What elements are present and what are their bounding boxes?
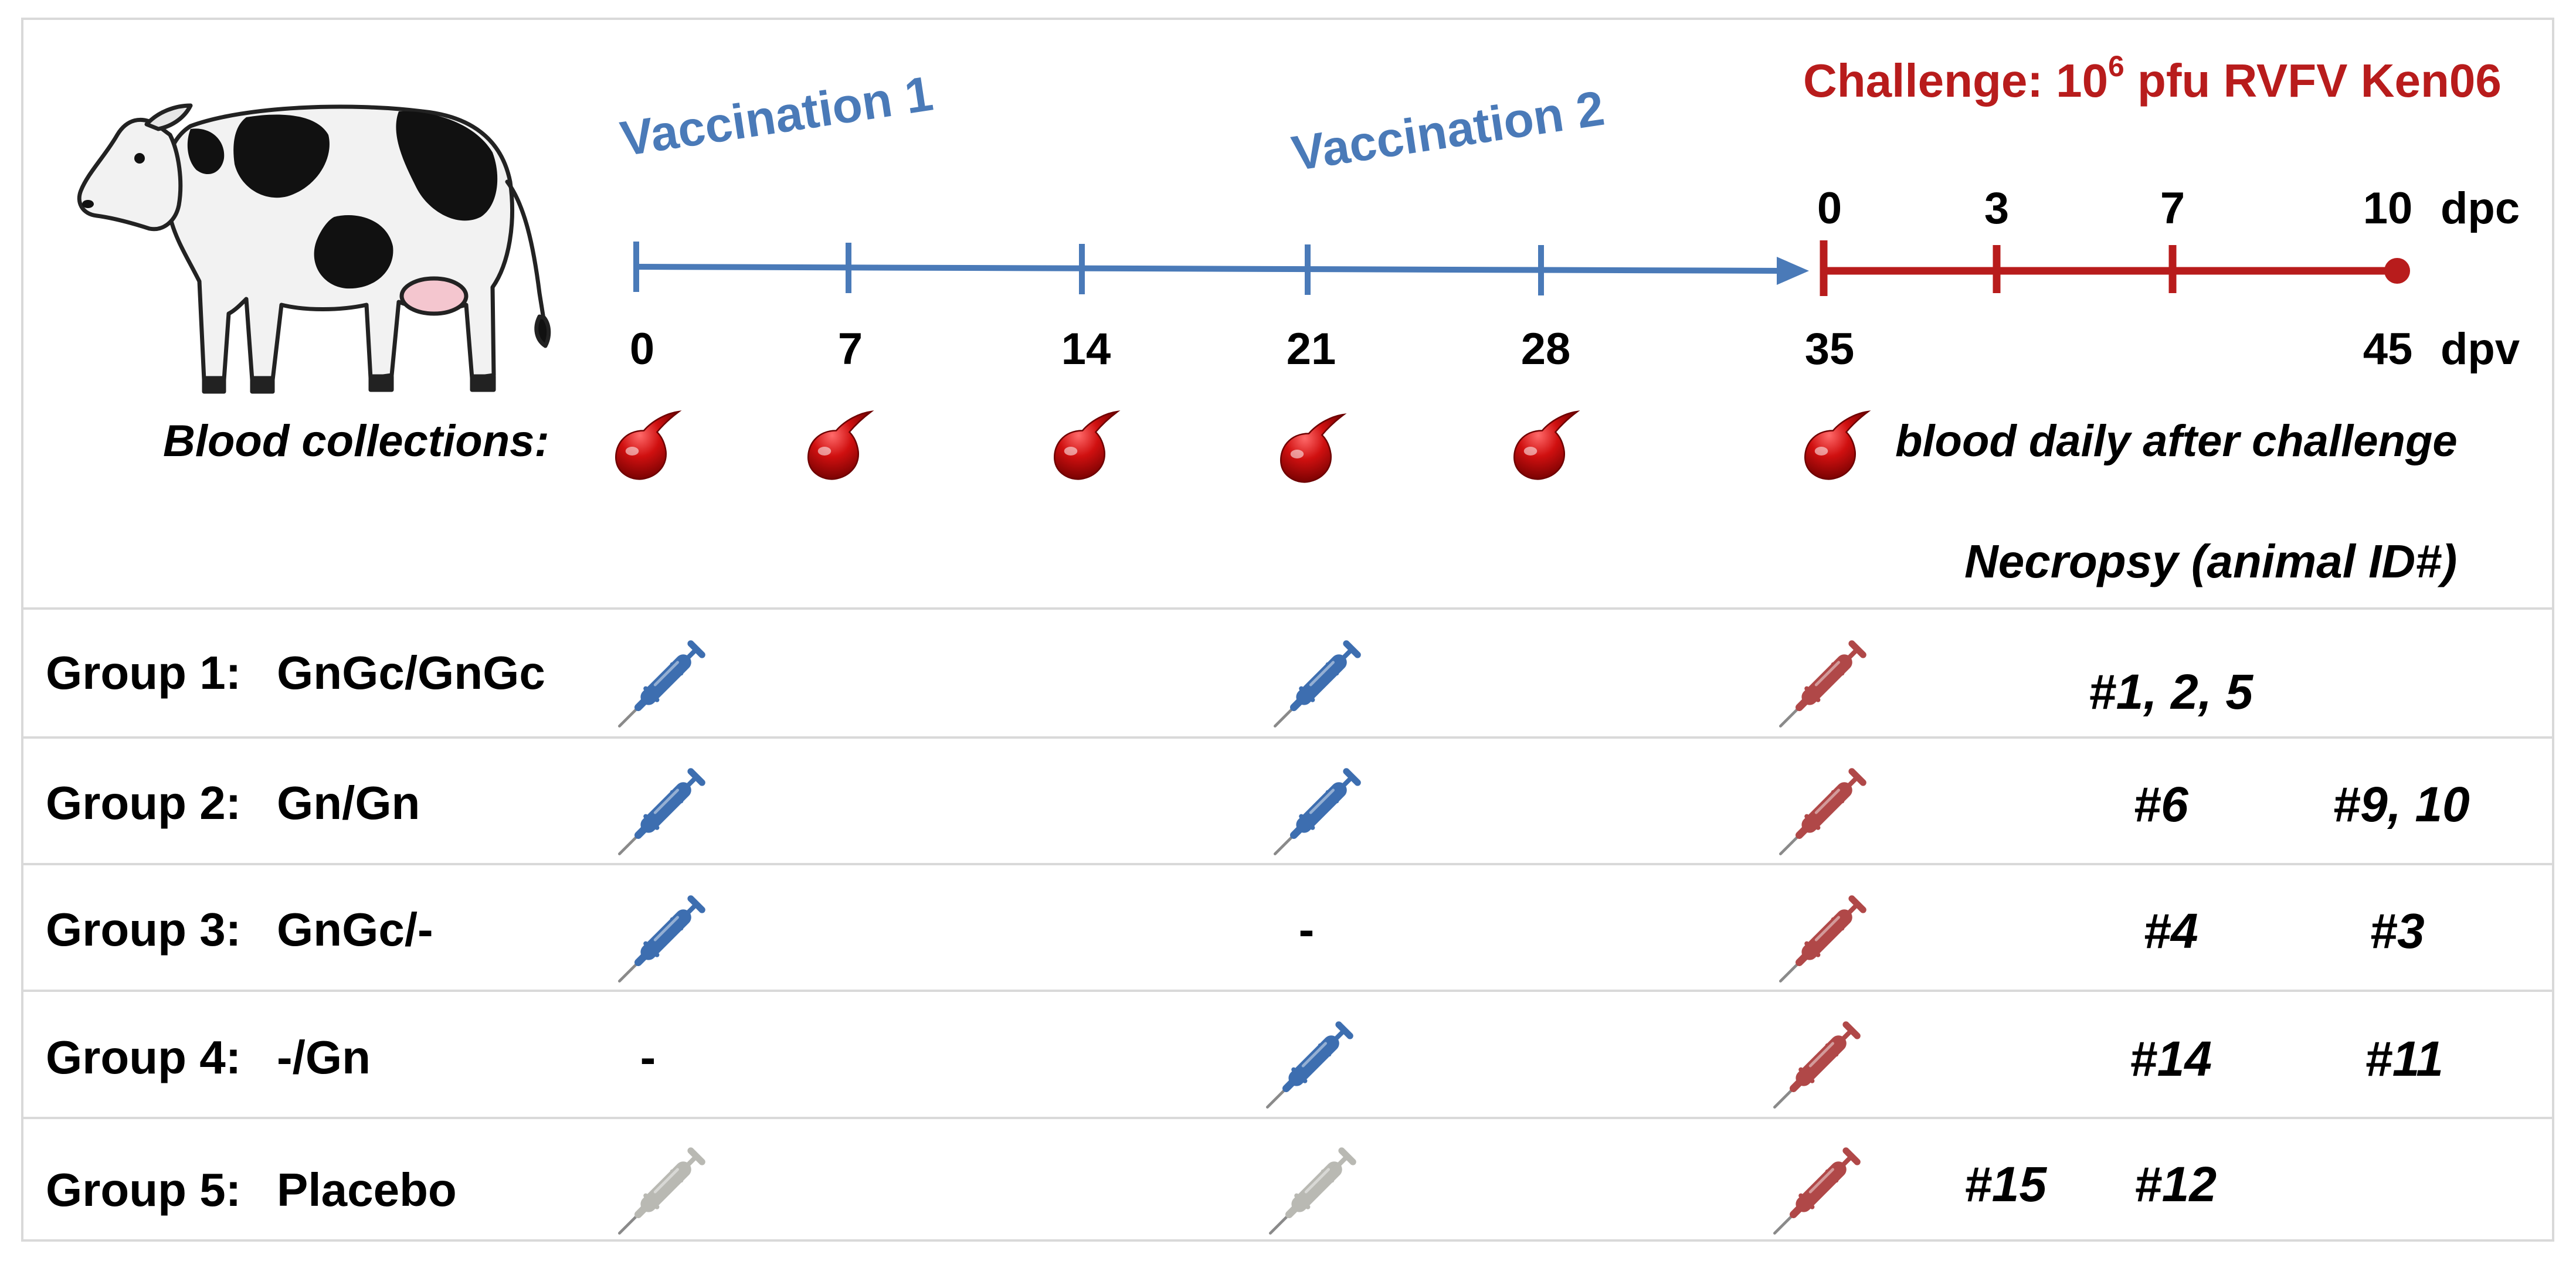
syringe-icon [616, 636, 710, 730]
blood-drop-icon [609, 409, 682, 482]
dpv-tick-0: 0 [629, 324, 655, 374]
necropsy-ids: #11 [2365, 1031, 2443, 1086]
table-divider [23, 863, 2552, 865]
syringe-icon [1771, 1017, 1865, 1111]
syringe-icon [1267, 1143, 1360, 1237]
dpc-tick-7: 7 [2160, 183, 2185, 233]
group-name: GnGc/GnGc [277, 647, 545, 699]
challenge-label: Challenge: 106 pfu RVFV Ken06 [1803, 49, 2502, 107]
dpv-tick-14: 14 [1061, 324, 1111, 374]
group-label: Group 4: [46, 1031, 242, 1083]
group-label: Group 3: [46, 903, 242, 956]
blood-collections-label: Blood collections: [163, 416, 549, 466]
dpc-tick-10: 10 [2363, 183, 2413, 233]
table-divider [23, 607, 2552, 610]
dpc-unit: dpc [2441, 183, 2520, 233]
syringe-icon [1771, 1143, 1865, 1237]
table-divider [23, 736, 2552, 739]
necropsy-ids: #14 [2129, 1031, 2212, 1086]
blood-drop-icon [1507, 409, 1580, 482]
necropsy-ids: #9, 10 [2333, 777, 2470, 832]
syringe-icon [616, 1143, 710, 1237]
no-vaccination-dash: - [640, 1031, 656, 1083]
syringe-icon [1777, 764, 1871, 858]
dpc-tick-3: 3 [1984, 183, 2010, 233]
group-name: Gn/Gn [277, 777, 420, 829]
blood-drop-icon [801, 409, 874, 482]
no-vaccination-dash: - [1298, 903, 1315, 956]
group-label: Group 1: [46, 647, 242, 699]
table-divider [23, 990, 2552, 992]
syringe-icon [1271, 764, 1365, 858]
dpv-unit: dpv [2441, 324, 2520, 374]
cow-icon [77, 103, 551, 394]
group-name: Placebo [277, 1164, 457, 1216]
necropsy-ids: #3 [2370, 903, 2425, 959]
dpc-tick-0: 0 [1817, 183, 1842, 233]
dpv-tick-21: 21 [1286, 324, 1336, 374]
necropsy-label: Necropsy (animal ID#) [1964, 535, 2458, 587]
dpv-tick-7: 7 [837, 324, 863, 374]
blood-daily-label: blood daily after challenge [1895, 416, 2458, 466]
blood-drop-icon [1798, 409, 1871, 482]
dpv-tick-45: 45 [2363, 324, 2413, 374]
syringe-icon [1777, 891, 1871, 985]
necropsy-ids: #12 [2134, 1157, 2217, 1212]
syringe-icon [1264, 1017, 1357, 1111]
necropsy-ids: #4 [2143, 903, 2198, 959]
group-label: Group 2: [46, 777, 242, 829]
syringe-icon [616, 764, 710, 858]
syringe-icon [1271, 636, 1365, 730]
blood-drop-icon [1274, 412, 1347, 485]
group-name: GnGc/- [277, 903, 433, 956]
group-label: Group 5: [46, 1164, 242, 1216]
syringe-icon [1777, 636, 1871, 730]
dpv-tick-28: 28 [1521, 324, 1571, 374]
dpv-tick-35: 35 [1804, 324, 1855, 374]
blood-drop-icon [1047, 409, 1121, 482]
group-name: -/Gn [277, 1031, 371, 1083]
necropsy-ids: #15 [1964, 1157, 2047, 1212]
necropsy-ids: #1, 2, 5 [2088, 664, 2253, 719]
necropsy-ids: #6 [2133, 777, 2188, 832]
table-divider [23, 1117, 2552, 1119]
syringe-icon [616, 891, 710, 985]
